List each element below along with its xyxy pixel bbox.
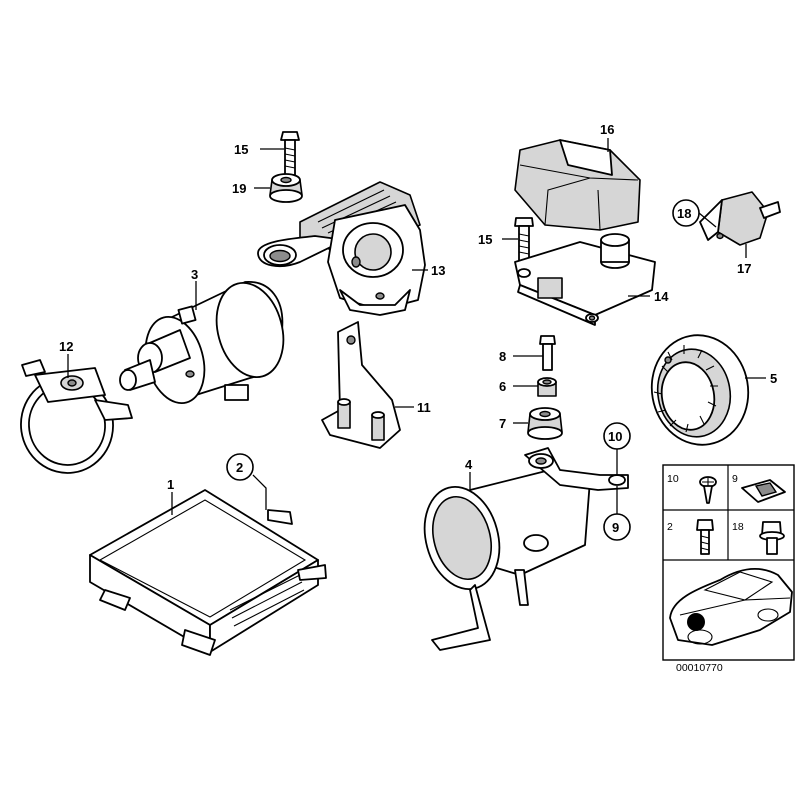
callout-15b: 15	[478, 232, 492, 247]
bolt-part-15a	[280, 131, 300, 177]
callout-1: 1	[167, 477, 174, 492]
mount-part-17	[699, 191, 781, 246]
module-part-14	[514, 233, 656, 326]
callout-7: 7	[499, 416, 506, 431]
grommet-part-7	[527, 407, 563, 440]
clamp-part-12	[20, 359, 133, 474]
callout-6: 6	[499, 379, 506, 394]
gear-part-5	[650, 334, 750, 446]
bracket-part-11	[321, 321, 401, 449]
callout-4: 4	[465, 457, 473, 472]
callout-13: 13	[431, 263, 445, 278]
callout-17: 17	[737, 261, 751, 276]
legend-label-10: 10	[667, 473, 679, 485]
cover-part-16	[514, 139, 641, 231]
motor-part-3	[119, 281, 285, 405]
grommet-part-19	[269, 173, 303, 203]
screw-icon	[699, 476, 717, 504]
callout-15a: 15	[234, 142, 248, 157]
sleeve-part-6	[537, 377, 557, 397]
callout-8: 8	[499, 349, 506, 364]
callout-12: 12	[59, 339, 73, 354]
legend-label-9: 9	[732, 473, 738, 485]
callout-19: 19	[232, 181, 246, 196]
callout-5: 5	[770, 371, 777, 386]
callout-11: 11	[417, 400, 431, 415]
callout-2: 2	[236, 460, 243, 475]
legend-label-2: 2	[667, 521, 673, 533]
flange-bolt-icon	[759, 521, 785, 555]
callout-3: 3	[191, 267, 198, 282]
callout-10: 10	[608, 429, 622, 444]
bolt-icon	[696, 519, 714, 555]
bolt-part-15b	[514, 217, 534, 263]
car-locator-icon	[669, 568, 793, 646]
clip-nut-icon	[741, 479, 786, 503]
legend-label-18: 18	[732, 521, 744, 533]
callout-9: 9	[612, 520, 619, 535]
callout-14: 14	[654, 289, 669, 304]
housing-part-4	[423, 447, 629, 651]
bracket-part-13	[257, 181, 426, 316]
diagram-id: 00010770	[676, 662, 723, 674]
callout-18: 18	[677, 206, 691, 221]
callout-16: 16	[600, 122, 614, 137]
ecu-part-1	[89, 489, 327, 656]
bolt-part-8	[539, 335, 556, 371]
